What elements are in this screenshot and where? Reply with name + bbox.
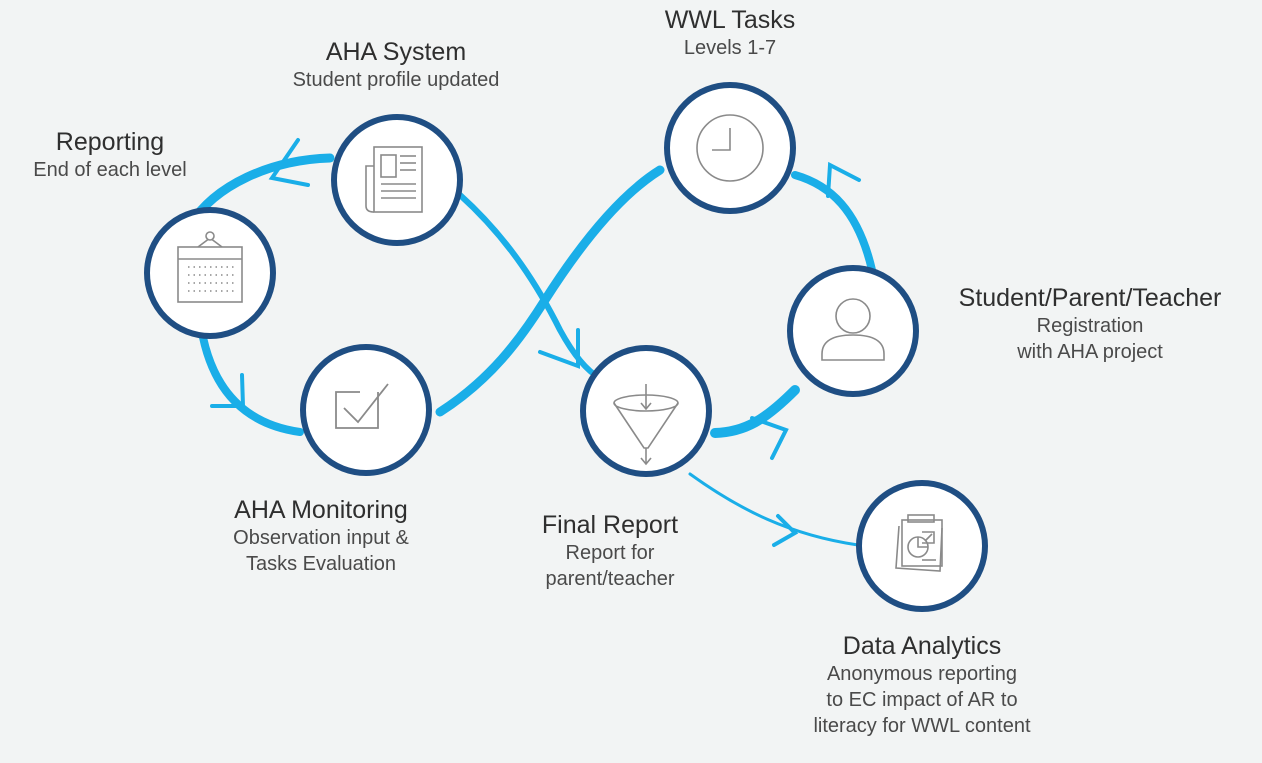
label-wwl-tasks: WWL Tasks Levels 1-7 [630, 5, 830, 61]
calendar-icon [177, 231, 243, 303]
label-title: Reporting [55, 128, 165, 156]
checkbox-icon [335, 383, 389, 429]
arrow-analytics [772, 514, 799, 547]
label-subtitle: parent/teacher [545, 568, 675, 590]
arrow-left-top [268, 138, 310, 187]
clock-icon [696, 114, 764, 182]
label-subtitle: Anonymous reporting [826, 663, 1018, 685]
label-title: AHA Monitoring [234, 496, 408, 524]
label-title: Final Report [541, 511, 679, 539]
loop-cross-up [435, 165, 665, 417]
label-subtitle: Report for [565, 542, 655, 564]
label-title: WWL Tasks [664, 6, 796, 34]
node-student [787, 265, 919, 397]
label-title: Data Analytics [842, 632, 1002, 660]
label-subtitle: to EC impact of AR to [826, 689, 1018, 711]
node-final-report [580, 345, 712, 477]
label-aha-monitoring: AHA Monitoring Observation input & Tasks… [196, 495, 446, 577]
label-subtitle: Tasks Evaluation [245, 553, 397, 575]
label-subtitle: with AHA project [1017, 341, 1163, 363]
label-subtitle: End of each level [33, 159, 187, 181]
newspaper-icon [365, 146, 423, 213]
loop-right-lower [710, 385, 800, 438]
funnel-icon [613, 384, 679, 466]
label-subtitle: literacy for WWL content [813, 715, 1031, 737]
node-reporting [144, 207, 276, 339]
label-subtitle: Student profile updated [292, 69, 500, 91]
loop-right-upper [791, 171, 876, 274]
arrow-right-bottom [750, 416, 789, 460]
loop-branch-analytics [688, 472, 860, 547]
report-chart-icon [895, 514, 943, 572]
arrow-left-bottom [210, 373, 246, 408]
label-subtitle: Registration [1036, 315, 1144, 337]
label-final-report: Final Report Report for parent/teacher [510, 510, 710, 592]
node-wwl-tasks [664, 82, 796, 214]
loop-cross-down [457, 192, 603, 381]
infinity-loop [185, 153, 876, 547]
node-aha-system [331, 114, 463, 246]
label-subtitle: Levels 1-7 [683, 37, 777, 59]
label-title: Student/Parent/Teacher [958, 284, 1222, 312]
loop-left-lower [196, 316, 304, 436]
label-data-analytics: Data Analytics Anonymous reporting to EC… [762, 631, 1082, 739]
node-data-analytics [856, 480, 988, 612]
arrow-right-top [826, 161, 861, 198]
label-title: AHA System [325, 38, 467, 66]
flow-arrows [210, 138, 861, 547]
label-subtitle: Observation input & [233, 527, 409, 549]
label-reporting: Reporting End of each level [0, 127, 220, 183]
node-aha-monitoring [300, 344, 432, 476]
label-student: Student/Parent/Teacher Registration with… [920, 283, 1260, 365]
user-icon [821, 298, 885, 361]
label-aha-system: AHA System Student profile updated [246, 37, 546, 93]
arrow-cross [538, 328, 580, 369]
